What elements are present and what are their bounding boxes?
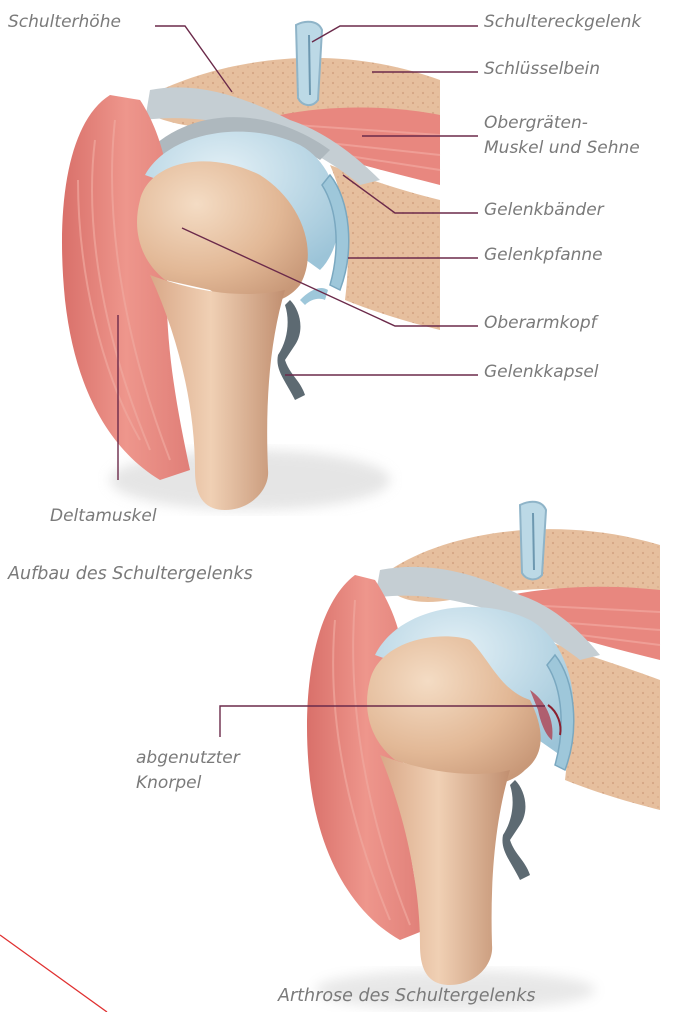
label-obergraeten-line2: Muskel und Sehne [484,138,640,158]
arthritic-shoulder-illustration [307,502,660,1010]
label-gelenkbaender: Gelenkbänder [484,200,604,220]
label-obergraeten-line1: Obergräten- [484,113,588,133]
red-diagonal-line [0,935,107,1012]
label-gelenkpfanne: Gelenkpfanne [484,245,603,265]
label-gelenkkapsel: Gelenkkapsel [484,362,599,382]
label-oberarmkopf: Oberarmkopf [484,313,597,333]
label-schluesselbein: Schlüsselbein [484,59,600,79]
label-schultereckgelenk: Schultereckgelenk [484,12,641,32]
label-deltamuskel: Deltamuskel [50,506,157,526]
caption-figure2: Arthrose des Schultergelenks [278,986,535,1007]
label-knorpel-line1: abgenutzter [136,748,240,768]
lower-capsule [277,300,305,400]
labrum-lower [300,288,328,305]
ac-joint-gap [309,35,310,95]
label-knorpel-line2: Knorpel [136,773,201,793]
lower-capsule [502,780,530,880]
label-schulterhoehe: Schulterhöhe [8,12,121,32]
leader-schultereckgelenk [312,26,478,42]
caption-figure1: Aufbau des Schultergelenks [8,564,253,585]
ac-joint-gap [533,513,534,570]
